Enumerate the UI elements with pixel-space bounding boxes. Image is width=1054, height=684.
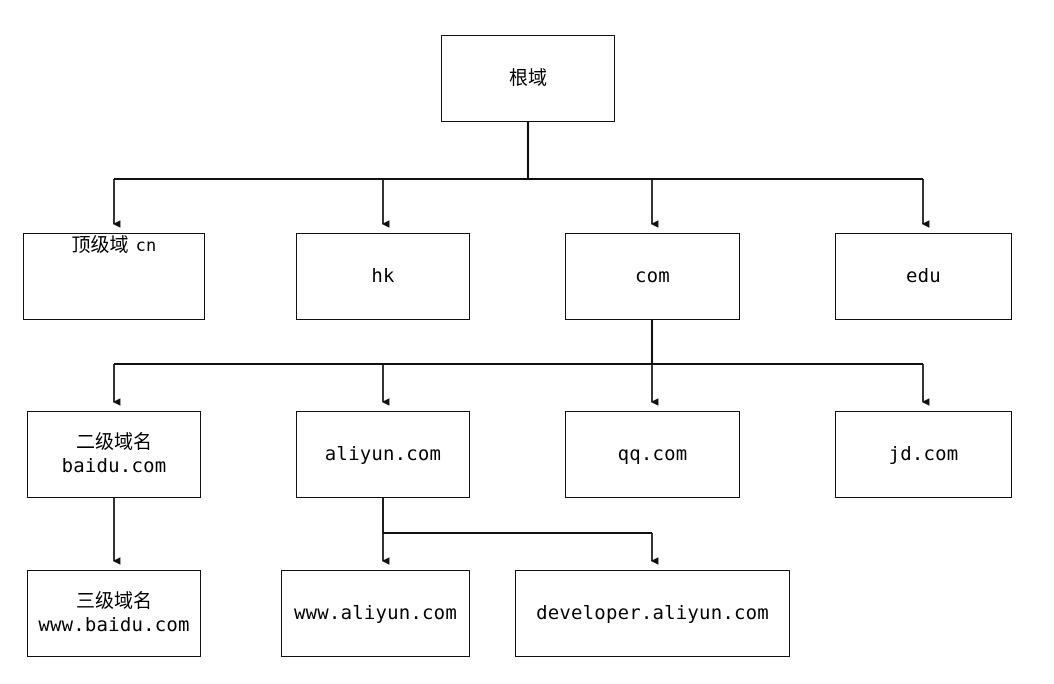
- edge-aliyun-to-thd: [382, 498, 652, 534]
- node-sld-qq[interactable]: qq.com: [565, 411, 740, 498]
- node-thd-baidu-label: www.baidu.com: [38, 613, 190, 636]
- node-thd-developer-label: developer.aliyun.com: [536, 601, 769, 624]
- node-tld-cn-category-label: 顶级域: [71, 234, 129, 256]
- node-tld-edu[interactable]: edu: [835, 233, 1012, 320]
- edge-root-to-tld: [114, 122, 923, 181]
- edge-root-to-tld-arrows: [112, 179, 930, 228]
- node-thd-baidu-category-label: 三级域名: [75, 590, 152, 613]
- node-sld-aliyun-label: aliyun.com: [324, 442, 442, 465]
- node-thd-baidu[interactable]: 三级域名 www.baidu.com: [27, 570, 201, 657]
- node-sld-aliyun[interactable]: aliyun.com: [296, 411, 470, 498]
- edge-com-to-sld: [114, 320, 923, 366]
- node-sld-jd-label: jd.com: [888, 442, 959, 465]
- node-sld-baidu-label: baidu.com: [61, 454, 167, 477]
- node-tld-com[interactable]: com: [565, 233, 740, 320]
- node-thd-aliyun[interactable]: www.aliyun.com: [281, 570, 470, 657]
- node-sld-jd[interactable]: jd.com: [835, 411, 1012, 498]
- node-thd-developer[interactable]: developer.aliyun.com: [515, 570, 790, 657]
- node-tld-com-label: com: [635, 264, 670, 287]
- node-tld-edu-label: edu: [906, 264, 941, 287]
- node-tld-hk[interactable]: hk: [296, 233, 470, 320]
- edge-com-to-sld-arrows: [112, 364, 930, 406]
- node-sld-baidu[interactable]: 二级域名 baidu.com: [27, 411, 201, 498]
- node-sld-baidu-category-label: 二级域名: [75, 431, 152, 454]
- node-thd-aliyun-label: www.aliyun.com: [294, 601, 457, 624]
- node-root-domain-label: 根域: [508, 66, 547, 89]
- edge-aliyun-to-thd-arrows: [381, 533, 659, 565]
- node-tld-cn[interactable]: 顶级域 cn: [23, 233, 205, 320]
- node-root-domain[interactable]: 根域: [441, 35, 615, 122]
- node-tld-hk-label: hk: [371, 264, 395, 287]
- node-sld-qq-label: qq.com: [617, 442, 688, 465]
- node-tld-cn-label: cn: [135, 236, 157, 256]
